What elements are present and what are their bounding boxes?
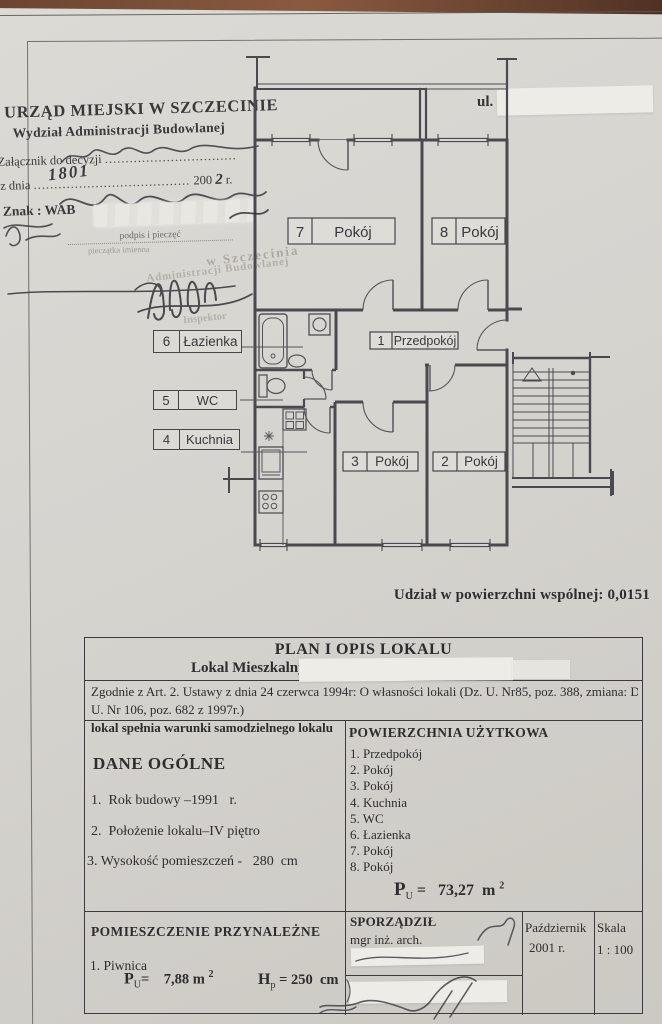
washing-machine-icon xyxy=(308,313,331,336)
usable-area-cell: POWIERZCHNIA UŻYTKOWA 1. Przedpokój 2. P… xyxy=(346,721,642,911)
room-label-6: 6 Łazienka xyxy=(153,330,242,353)
author-cell: SPORZĄDZIŁ mgr inż. arch. xyxy=(346,912,523,1015)
staircase xyxy=(512,352,614,496)
general-data-heading: DANE OGÓLNE xyxy=(93,754,226,773)
bathtub-icon xyxy=(258,313,288,369)
bathroom-fixtures xyxy=(258,313,331,398)
kitchen-fixtures xyxy=(258,408,307,545)
list-item: 6. Łazienka xyxy=(350,827,411,843)
bottom-signature-scribbles xyxy=(319,917,516,1020)
author-cell-divider xyxy=(346,975,522,976)
general-item: 2. Położenie lokalu–IV piętro xyxy=(91,824,260,839)
table-header-row: PLAN I OPIS LOKALU Lokal Mieszkalny xyxy=(85,638,642,682)
owner-name-redaction-box xyxy=(298,657,514,682)
label-leader-lines xyxy=(240,346,307,453)
list-item: 4. Kuchnia xyxy=(350,794,408,810)
svg-text:Pokój: Pokój xyxy=(375,454,409,469)
scale-cell: Skala 1 : 100 xyxy=(595,912,642,1015)
room-label-8: 8 Pokój xyxy=(431,217,506,245)
svg-text:Pokój: Pokój xyxy=(461,224,499,241)
main-data-row: DANE OGÓLNE 1. Rok budowy –1991 r. 2. Po… xyxy=(85,721,642,912)
svg-text:Przedpokój: Przedpokój xyxy=(394,334,457,348)
list-item: 3. Pokój xyxy=(350,778,394,794)
svg-text:8: 8 xyxy=(440,224,448,241)
room-label-1: 1 Przedpokój xyxy=(369,331,459,350)
annex-room-cell: POMIESZCZENIE PRZYNALEŻNE 1. Piwnica PU=… xyxy=(85,912,346,1015)
general-item: 1. Rok budowy –1991 r. xyxy=(91,793,237,808)
bottom-row: POMIESZCZENIE PRZYNALEŻNE 1. Piwnica PU=… xyxy=(85,912,642,1015)
list-item: 7. Pokój xyxy=(350,843,394,859)
room-label-5: 5 WC xyxy=(153,390,237,410)
general-data-cell: DANE OGÓLNE 1. Rok budowy –1991 r. 2. Po… xyxy=(85,721,346,911)
author-heading: SPORZĄDZIŁ xyxy=(350,914,437,929)
room-label-7: 7 Pokój xyxy=(287,217,396,245)
date-month: Październik xyxy=(525,920,587,935)
asterisk-mark-icon xyxy=(264,431,274,441)
doors xyxy=(303,139,508,434)
list-item: 5. WC xyxy=(350,810,384,826)
stove-icon xyxy=(282,408,307,431)
annex-area-value: PU= 7,88 m 2 xyxy=(124,969,214,991)
plan-description-table: PLAN I OPIS LOKALU Lokal Mieszkalny Zgod… xyxy=(84,637,643,1015)
annex-height-value: Hp = 250 cm xyxy=(258,971,339,992)
windows xyxy=(259,134,491,551)
room-labels: 7 Pokój 8 Pokój 1 Przedpokój 3 Pokój xyxy=(287,217,506,472)
author-title: mgr inż. arch. xyxy=(350,932,423,947)
room-label-2: 2 Pokój xyxy=(432,451,506,472)
annex-heading: POMIESZCZENIE PRZYNALEŻNE xyxy=(91,924,321,939)
legal-line-2: U. Nr 106, poz. 682 z 1997r.) lokal speł… xyxy=(91,702,333,735)
usable-area-list: 1. Przedpokój 2. Pokój 3. Pokój 4. Kuchn… xyxy=(350,746,422,876)
room-label-4: 4 Kuchnia xyxy=(153,429,240,450)
signature-scribbles xyxy=(7,209,269,321)
room-label-3: 3 Pokój xyxy=(342,451,419,472)
owner-name-redaction-box-2 xyxy=(512,660,570,679)
svg-text:Pokój: Pokój xyxy=(464,454,498,469)
svg-text:Pokój: Pokój xyxy=(334,224,372,241)
handwriting-under-layer xyxy=(3,144,267,247)
washbasin-icon xyxy=(287,354,307,368)
svg-text:2: 2 xyxy=(441,454,449,469)
legal-line-1: Zgodnie z Art. 2. Ustawy z dnia 24 czerw… xyxy=(91,684,638,699)
usable-area-heading: POWIERZCHNIA UŻYTKOWA xyxy=(349,725,549,740)
list-item: 2. Pokój xyxy=(350,762,394,778)
common-share-note: Udział w powierzchni wspólnej: 0,0151 xyxy=(393,587,650,603)
table-subtitle: Lokal Mieszkalny xyxy=(191,660,306,676)
svg-text:1: 1 xyxy=(378,334,385,348)
floor-plan: 7 Pokój 8 Pokój 1 Przedpokój 3 Pokój xyxy=(223,56,614,551)
total-usable-area-value: PU = 73,27 m 2 xyxy=(394,879,505,903)
sink-icon xyxy=(258,490,284,514)
stairs-up-arrow-icon xyxy=(522,367,542,382)
scale-label: Skala xyxy=(597,920,626,935)
list-item: 1. Przedpokój xyxy=(350,746,423,761)
toilet-icon xyxy=(258,374,268,398)
svg-text:3: 3 xyxy=(351,454,359,469)
svg-text:7: 7 xyxy=(296,224,304,241)
date-cell: Październik 2001 r. xyxy=(523,912,595,1015)
legal-clause-row: Zgodnie z Art. 2. Ustawy z dnia 24 czerw… xyxy=(85,681,642,735)
annex-item: 1. Piwnica xyxy=(90,958,147,973)
scale-value: 1 : 100 xyxy=(597,942,634,957)
table-title: PLAN I OPIS LOKALU xyxy=(274,641,453,658)
date-year: 2001 r. xyxy=(529,940,566,955)
general-item: 3. Wysokość pomieszczeń - 280 cm xyxy=(87,854,298,869)
street-address-label: ul. xyxy=(477,94,494,110)
list-item: 8. Pokój xyxy=(350,859,394,875)
